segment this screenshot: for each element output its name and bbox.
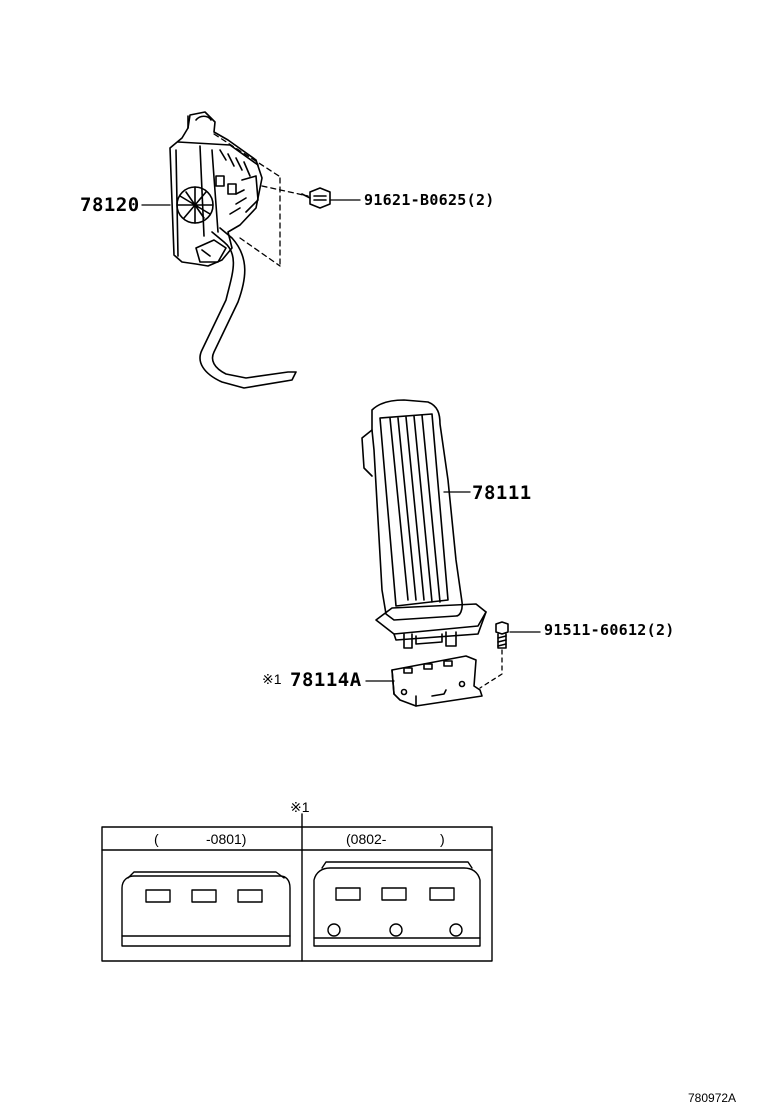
table-col1-range: -0801) xyxy=(206,831,247,847)
table-col1-open: ( xyxy=(154,831,159,847)
table-note-mark: ※1 xyxy=(290,799,310,815)
bracket-note-mark: ※1 xyxy=(262,671,282,687)
part-label-sensor-assy: 78120 xyxy=(80,194,140,216)
part-label-pedal-pad: 78111 xyxy=(472,482,532,504)
pedal-bolt-icon xyxy=(495,621,509,649)
part-label-sensor-bolt: 91621-B0625(2) xyxy=(364,191,495,209)
sensor-mount-dash-lines xyxy=(213,133,309,267)
pedal-bracket xyxy=(391,655,483,707)
table-col2-close: ) xyxy=(440,831,445,847)
part-label-pedal-bolt: 91511-60612(2) xyxy=(544,621,675,639)
bracket-variant-late xyxy=(313,861,481,947)
leader-lines xyxy=(141,199,541,682)
diagram-id: 780972A xyxy=(688,1091,737,1105)
detail-table xyxy=(101,813,493,962)
bracket-variant-early xyxy=(121,871,291,947)
sensor-bolt-icon xyxy=(301,187,331,209)
table-col2-range: (0802- xyxy=(346,831,387,847)
pedal-bolt-dash-line xyxy=(479,649,503,689)
accelerator-sensor-assembly xyxy=(169,111,297,389)
part-label-bracket: 78114A xyxy=(290,669,362,691)
pedal-pad xyxy=(361,399,487,649)
